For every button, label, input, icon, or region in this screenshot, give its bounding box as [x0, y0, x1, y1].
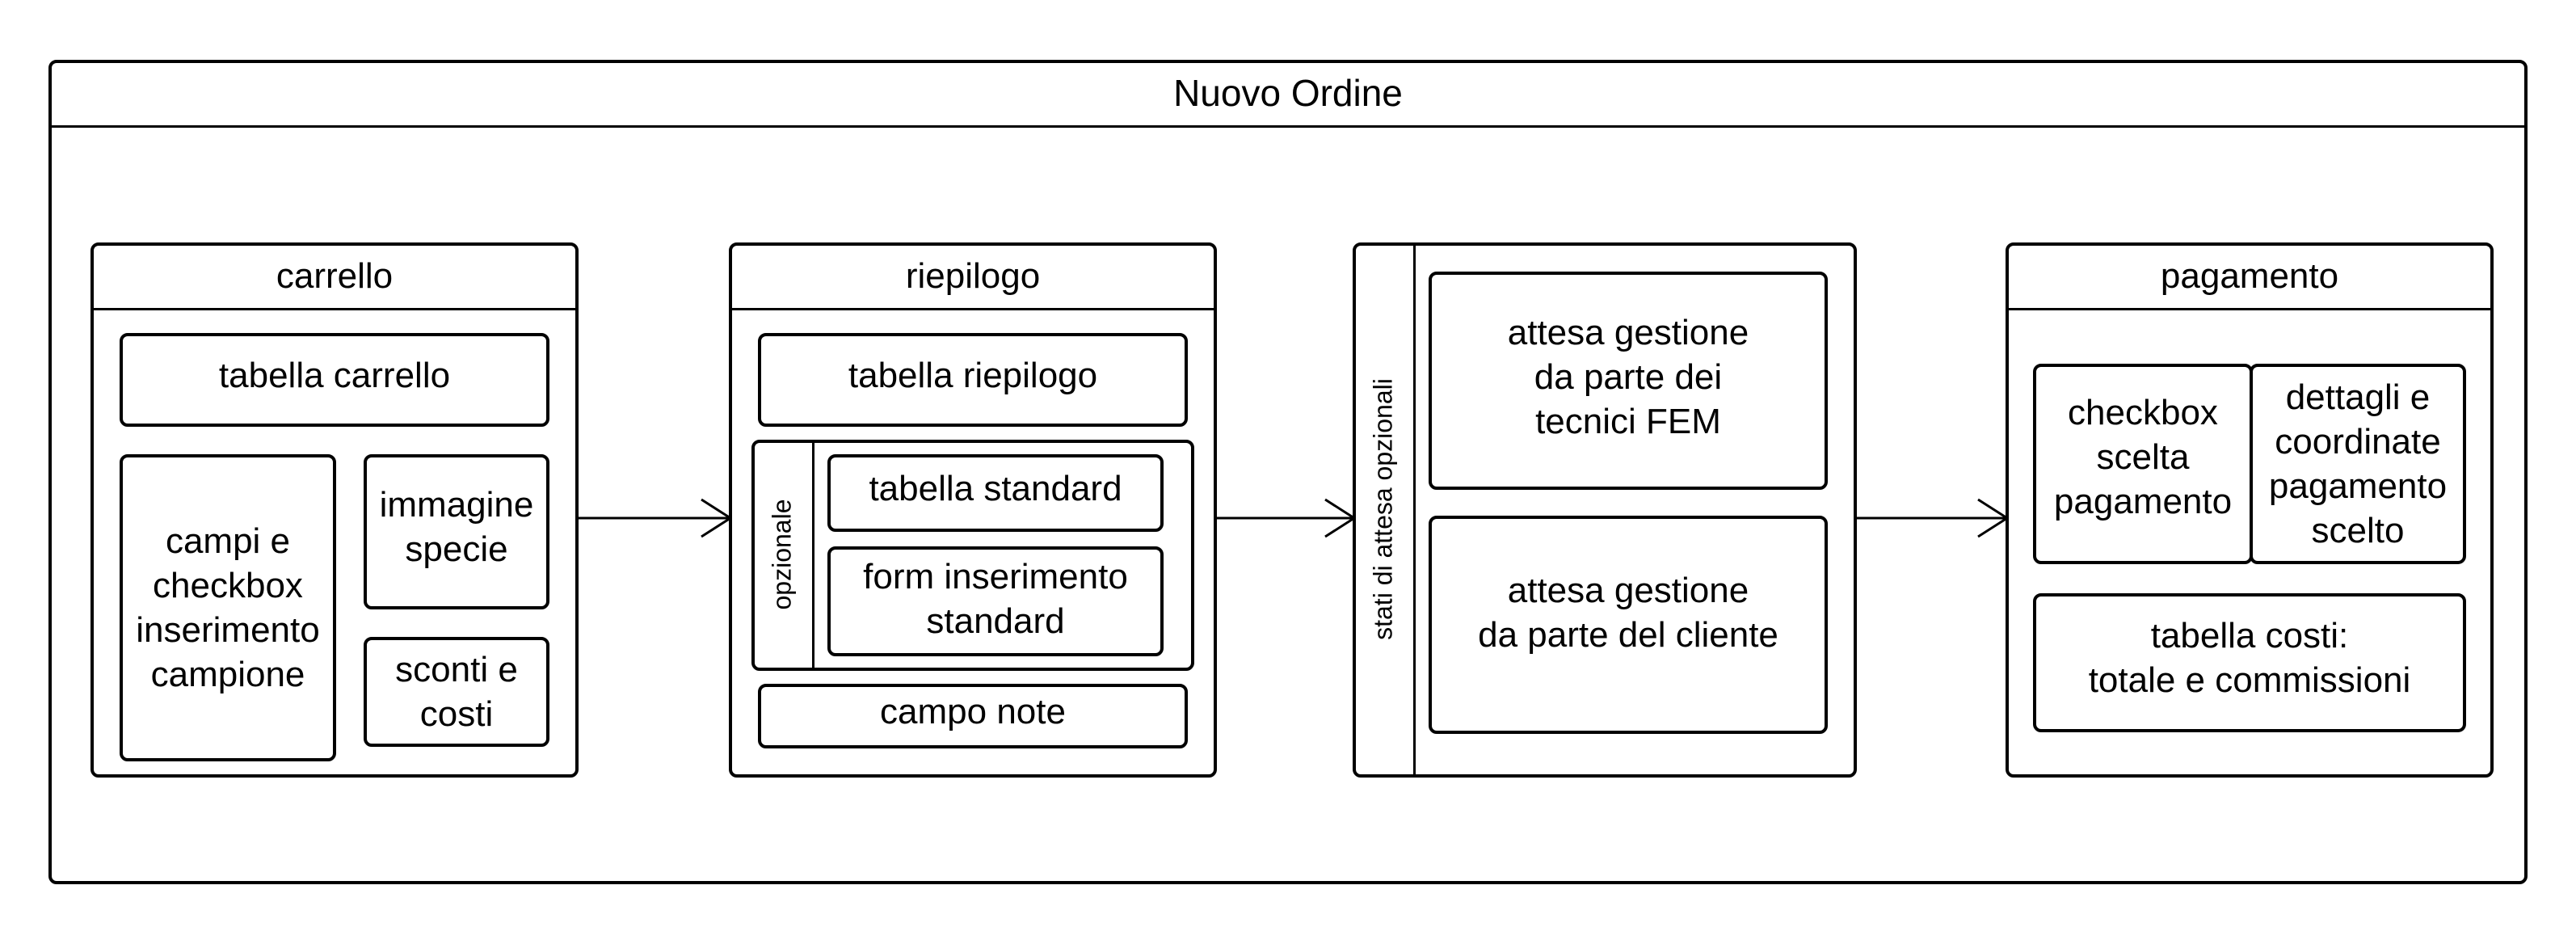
attesa-tecnici-label: attesa gestione da parte dei tecnici FEM	[1507, 312, 1749, 441]
form-standard-label: form inserimento standard	[863, 557, 1128, 641]
checkbox-pagamento-label: checkbox scelta pagamento	[2053, 392, 2233, 521]
carrello-title: carrello	[276, 255, 394, 296]
attesa-label: stati di attesa opzionali	[1368, 378, 1398, 640]
sconti-costi-label: sconti e costi	[395, 650, 518, 734]
immagine-specie-label: immagine specie	[379, 485, 534, 569]
tabella-riepilogo-label: tabella riepilogo	[848, 355, 1098, 395]
attesa-cliente-label: attesa gestione da parte del cliente	[1478, 571, 1778, 655]
campo-note-label: campo note	[880, 691, 1066, 731]
campi-checkbox-label: campi e checkbox inserimento campione	[136, 521, 320, 694]
tabella-standard-label: tabella standard	[869, 468, 1122, 508]
pagamento-title: pagamento	[2160, 255, 2339, 296]
tabella-costi-label: tabella costi: totale e commissioni	[2088, 616, 2411, 700]
tabella-carrello-label: tabella carrello	[218, 355, 451, 395]
riepilogo-title: riepilogo	[905, 255, 1041, 296]
nuovo-ordine-title: Nuovo Ordine	[1173, 72, 1403, 115]
dettagli-pagamento-label: dettagli e coordinate pagamento scelto	[2268, 377, 2448, 550]
opzionale-label: opzionale	[767, 499, 797, 610]
